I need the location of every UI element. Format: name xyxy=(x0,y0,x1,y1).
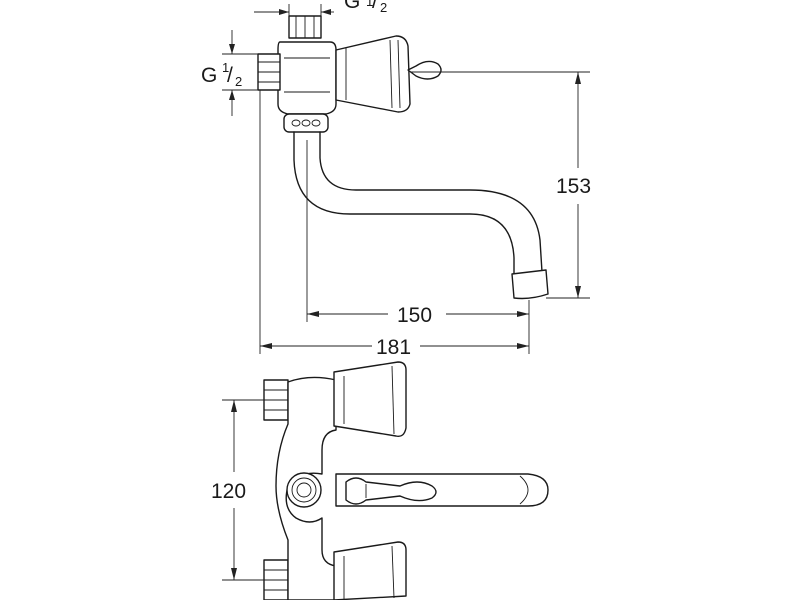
svg-text:2: 2 xyxy=(380,0,387,15)
lower-handle xyxy=(333,541,407,600)
top-inlet-nut xyxy=(288,15,322,39)
svg-text:/: / xyxy=(372,0,378,13)
svg-text:G: G xyxy=(344,0,360,13)
label-overall-width: 181 xyxy=(376,336,411,359)
valve-body xyxy=(277,41,337,115)
spout-collar xyxy=(283,113,329,133)
front-spout xyxy=(335,473,549,507)
label-thread-side: G 1 / 2 xyxy=(201,60,242,89)
side-inlet-nut xyxy=(257,53,281,91)
svg-text:1: 1 xyxy=(222,60,229,75)
upper-inlet-nut xyxy=(263,379,289,421)
svg-text:1: 1 xyxy=(366,0,373,9)
front-body xyxy=(275,376,337,600)
curved-spout xyxy=(293,131,515,277)
front-dimensions xyxy=(222,399,264,581)
svg-text:G: G xyxy=(201,64,217,87)
front-view xyxy=(263,361,549,600)
mounting-ring xyxy=(286,472,322,508)
label-spout-height: 153 xyxy=(556,175,591,198)
side-dimensions xyxy=(222,4,590,354)
lower-inlet-nut xyxy=(263,559,289,600)
label-thread-top: G 1 / 2 xyxy=(344,0,387,15)
spout-aerator xyxy=(511,269,549,300)
label-inlet-spacing: 120 xyxy=(211,480,246,503)
front-lever xyxy=(345,477,437,505)
lever-knob xyxy=(407,60,442,80)
upper-handle xyxy=(333,361,407,438)
label-spout-reach: 150 xyxy=(397,304,432,327)
svg-text:/: / xyxy=(227,64,233,87)
svg-text:2: 2 xyxy=(235,74,242,89)
side-view xyxy=(257,15,549,300)
